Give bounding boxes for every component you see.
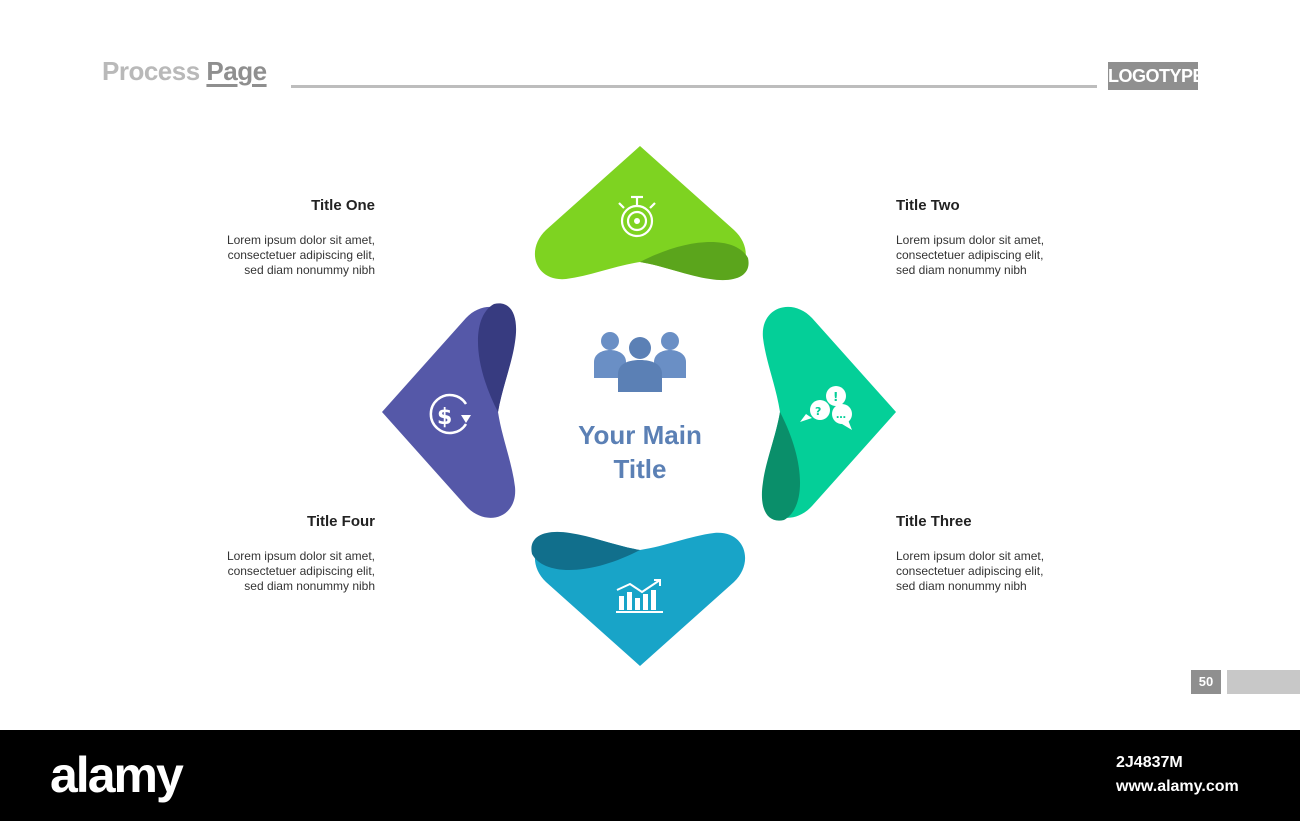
step-three-desc-line: sed diam nonummy nibh	[896, 579, 1027, 593]
step-four-desc-line: sed diam nonummy nibh	[244, 579, 375, 593]
svg-text:!: !	[833, 390, 838, 404]
step-three-title: Title Three	[896, 513, 972, 530]
step-one-text: Title One Lorem ipsum dolor sit amet, co…	[175, 197, 375, 278]
process-diagram: ! ? …	[382, 146, 896, 666]
segment-one-fold	[640, 241, 749, 281]
chat-bubbles-icon: ! ? …	[800, 386, 852, 430]
segment-four: $	[382, 303, 517, 518]
step-four-desc-line: consectetuer adipiscing elit,	[227, 564, 375, 578]
dollar-cycle-icon: $	[429, 393, 471, 435]
segment-four-fold	[477, 303, 517, 412]
step-two-text: Title Two Lorem ipsum dolor sit amet, co…	[896, 197, 1096, 278]
page-title-part2: Page	[206, 56, 267, 86]
svg-text:…: …	[836, 410, 846, 421]
step-four-text: Title Four Lorem ipsum dolor sit amet, c…	[175, 513, 375, 594]
step-two-title: Title Two	[896, 197, 960, 214]
step-three-text: Title Three Lorem ipsum dolor sit amet, …	[896, 513, 1096, 594]
team-icon	[594, 332, 686, 392]
step-one-description: Lorem ipsum dolor sit amet, consectetuer…	[175, 233, 375, 278]
footer-image-code: 2J4837M	[1116, 754, 1183, 771]
step-two-desc-line: consectetuer adipiscing elit,	[896, 248, 1044, 262]
step-two-description: Lorem ipsum dolor sit amet, consectetuer…	[896, 233, 1096, 278]
page-number: 50	[1191, 670, 1221, 694]
step-one-title: Title One	[311, 197, 375, 214]
step-three-desc-line: Lorem ipsum dolor sit amet,	[896, 549, 1045, 563]
stopwatch-icon	[618, 195, 656, 238]
bar-chart-icon	[616, 579, 663, 613]
segment-two-fold	[761, 412, 801, 521]
segment-one	[534, 146, 749, 281]
step-two-desc-line: Lorem ipsum dolor sit amet,	[896, 233, 1045, 247]
page-number-bar	[1227, 670, 1300, 694]
step-four-description: Lorem ipsum dolor sit amet, consectetuer…	[175, 549, 375, 594]
step-four-desc-line: Lorem ipsum dolor sit amet,	[226, 549, 375, 563]
segment-two: ! ? …	[761, 306, 896, 521]
footer-brand-logo: alamy	[50, 747, 184, 803]
svg-text:$: $	[437, 405, 452, 430]
header-divider	[291, 85, 1097, 88]
slide: Process Page LOGOTYPE	[102, 56, 1300, 694]
main-title-line2: Title	[613, 454, 667, 484]
step-four-title: Title Four	[306, 513, 375, 530]
logotype: LOGOTYPE	[1108, 62, 1205, 90]
step-three-desc-line: consectetuer adipiscing elit,	[896, 564, 1044, 578]
segment-three	[531, 531, 746, 666]
page-title-part1: Process	[102, 56, 200, 86]
main-title: Your Main Title	[540, 418, 740, 486]
step-one-desc-line: sed diam nonummy nibh	[244, 263, 375, 277]
step-two-desc-line: sed diam nonummy nibh	[896, 263, 1027, 277]
page-title: Process Page	[102, 56, 267, 87]
step-one-desc-line: Lorem ipsum dolor sit amet,	[226, 233, 375, 247]
step-one-desc-line: consectetuer adipiscing elit,	[227, 248, 375, 262]
main-title-line1: Your Main	[578, 420, 702, 450]
step-three-description: Lorem ipsum dolor sit amet, consectetuer…	[896, 549, 1096, 594]
footer-url: www.alamy.com	[1116, 778, 1239, 795]
footer-bar: alamy 2J4837M www.alamy.com	[0, 730, 1300, 821]
svg-text:?: ?	[815, 405, 821, 418]
segment-three-fold	[531, 531, 640, 571]
